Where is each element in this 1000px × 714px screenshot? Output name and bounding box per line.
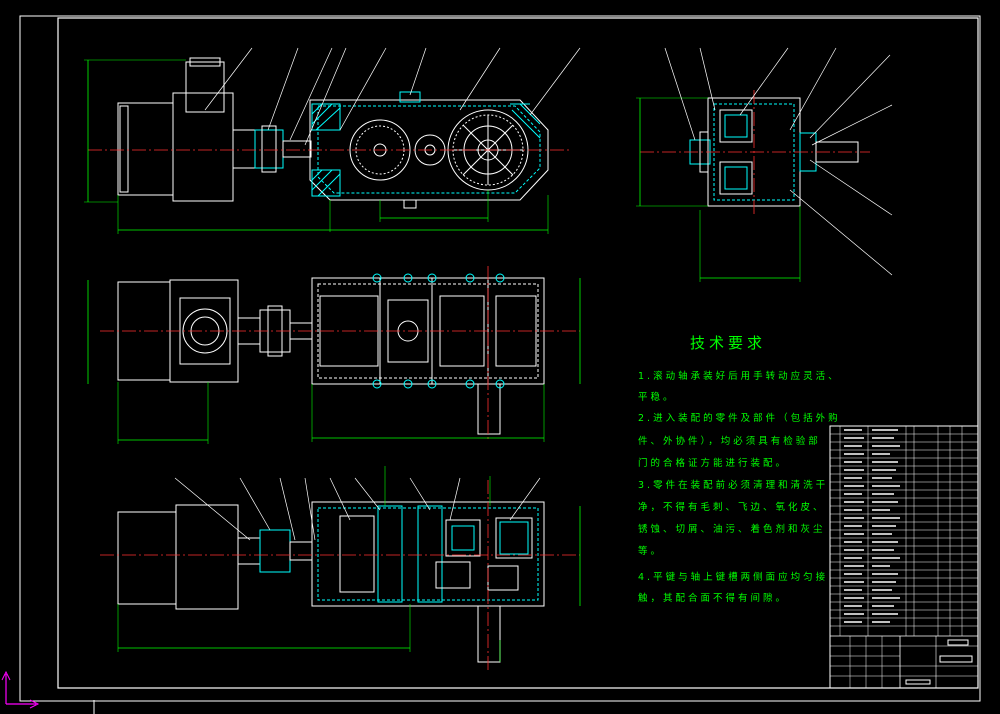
requirement-line: 等。 xyxy=(638,546,664,557)
requirement-line: 4.平键与轴上键槽两侧面应均匀接 xyxy=(638,572,829,583)
parts-list-and-title-block xyxy=(829,425,979,689)
requirement-line: 锈蚀、切屑、油污、着色剂和灰尘 xyxy=(638,524,826,535)
sheet-inner-border xyxy=(57,17,979,689)
sheet-outer-border xyxy=(19,15,981,702)
requirement-line: 平稳。 xyxy=(638,392,676,403)
requirement-line: 触，其配合面不得有间隙。 xyxy=(638,593,789,604)
technical-requirements-title: 技术要求 xyxy=(690,334,767,352)
side-view xyxy=(636,47,893,282)
requirement-line: 3.零件在装配前必须清理和清洗干 xyxy=(638,480,829,491)
requirement-line: 2.进入装配的零件及部件（包括外购 xyxy=(638,413,841,424)
ucs-axis-icon xyxy=(1,670,95,714)
requirement-line: 净，不得有毛刺、飞边、氧化皮、 xyxy=(638,502,826,513)
requirement-line: 件、外协件），均必须具有检验部 xyxy=(638,436,821,447)
front-view xyxy=(84,47,581,234)
requirement-line: 门的合格证方能进行装配。 xyxy=(638,458,789,469)
section-view xyxy=(100,466,581,672)
top-view xyxy=(87,266,581,444)
requirement-line: 1.滚动轴承装好后用手转动应灵活、 xyxy=(638,371,841,382)
